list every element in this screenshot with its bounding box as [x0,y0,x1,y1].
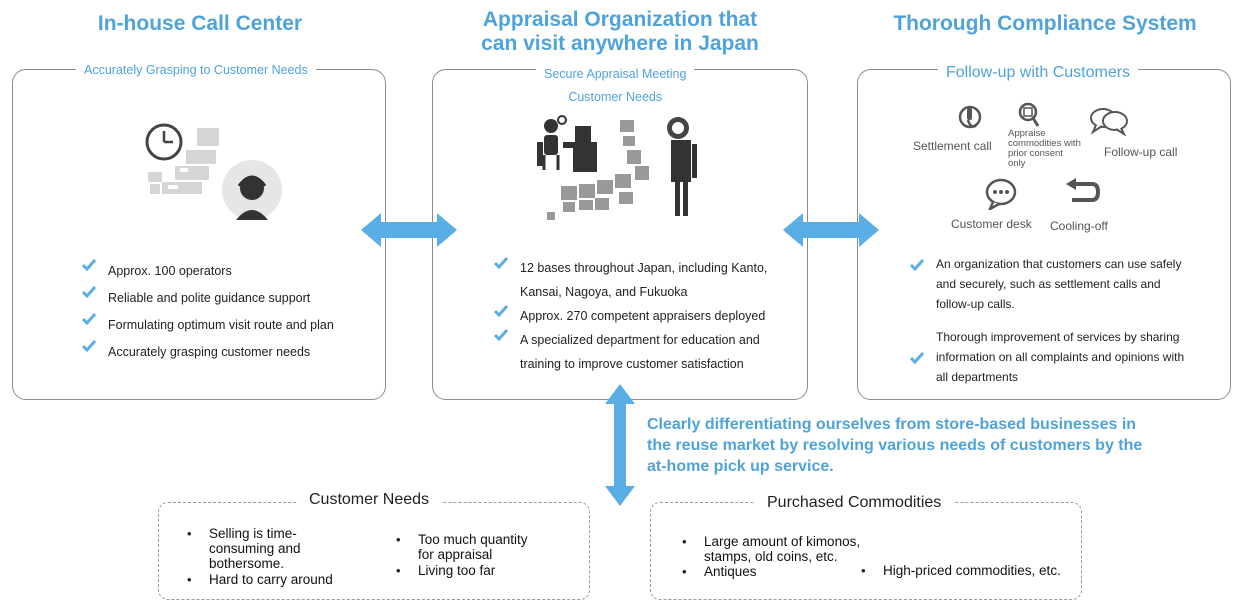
list-item: 12 bases throughout Japan, including Kan… [494,256,794,304]
double-arrow-right [783,213,879,247]
list-item: Thorough improvement of services by shar… [910,327,1220,387]
call-center-box-label: Accurately Grasping to Customer Needs [76,63,316,77]
cooling-off-label: Cooling-off [1050,219,1108,233]
bullet-icon: • [396,563,401,578]
settlement-call-label: Settlement call [913,139,992,153]
list-item: • Too much quantity for appraisal [396,532,528,562]
call-center-box [12,69,386,400]
check-icon [494,329,508,341]
list-item: • Living too far [396,563,496,578]
bullet-icon: • [187,526,192,541]
check-icon [494,305,508,317]
list-item: • Antiques [682,564,757,579]
bullet-icon: • [682,564,687,579]
call-center-list: Approx. 100 operators Reliable and polit… [82,258,372,366]
check-icon [82,259,96,271]
customer-desk-label: Customer desk [951,217,1032,231]
double-arrow-vertical [605,384,635,506]
bullet-icon: • [396,532,401,547]
bullet-icon: • [861,563,866,578]
compliance-list: An organization that customers can use s… [910,254,1220,387]
list-item: A specialized department for education a… [494,328,794,376]
list-item: Reliable and polite guidance support [82,285,372,312]
call-center-title: In-house Call Center [97,12,303,35]
follow-up-call-label: Follow-up call [1104,145,1178,159]
list-item: • Selling is time- consuming and bothers… [187,526,301,571]
check-icon [910,352,924,364]
list-item: Approx. 100 operators [82,258,372,285]
double-arrow-left [361,213,457,247]
undo-arrow-icon [1062,178,1101,210]
compliance-system-title: Thorough Compliance System [893,12,1197,35]
magnifier-check-icon [1018,102,1040,128]
appraisal-box-label: Secure Appraisal Meeting Customer Needs [536,63,695,109]
appraisal-list: 12 bases throughout Japan, including Kan… [494,256,794,376]
purchased-commodities-title: Purchased Commodities [755,494,954,512]
check-icon [82,286,96,298]
list-item: Formulating optimum visit route and plan [82,312,372,339]
list-item: Approx. 270 competent appraisers deploye… [494,304,794,328]
appraisal-illustration [535,112,710,224]
headset-icon [958,104,982,130]
check-icon [82,340,96,352]
list-item: An organization that customers can use s… [910,254,1220,314]
check-icon [82,313,96,325]
compliance-box-label: Follow-up with Customers [938,64,1139,82]
list-item: • Hard to carry around [187,572,333,587]
customer-needs-box [158,502,590,600]
differentiation-statement: Clearly differentiating ourselves from s… [647,416,1143,475]
appraisal-organization-title: Appraisal Organization that can visit an… [481,8,759,55]
list-item: • Large amount of kimonos, stamps, old c… [682,534,861,564]
customer-needs-title: Customer Needs [297,491,442,509]
check-icon [910,259,924,271]
speech-bubble-icon [984,178,1018,212]
list-item: • High-priced commodities, etc. [861,563,1061,578]
bullet-icon: • [187,572,192,587]
check-icon [494,257,508,269]
appraise-with-consent-label: Appraise commodities with prior consent … [1008,128,1081,169]
bullet-icon: • [682,534,687,549]
list-item: Accurately grasping customer needs [82,339,372,366]
chat-bubbles-icon [1088,106,1130,137]
call-center-illustration [120,100,290,235]
